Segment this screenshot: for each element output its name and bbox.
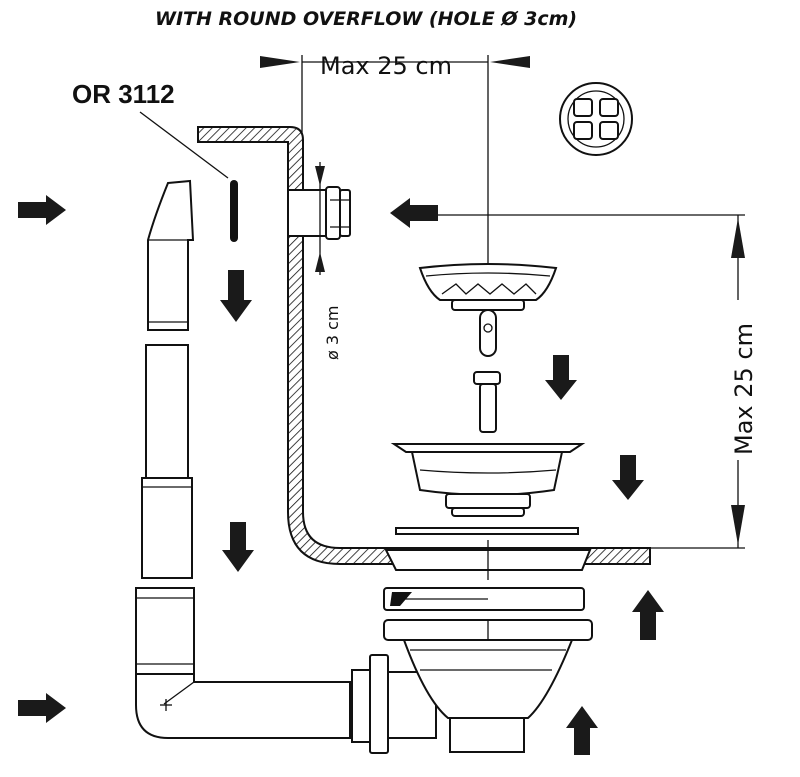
overflow-grate xyxy=(559,82,633,156)
hole-dimension-label: ø 3 cm xyxy=(323,305,342,360)
arrow-right-bottom-left xyxy=(18,693,66,723)
arrow-right-top-left xyxy=(18,195,66,225)
part-code-callout: OR 3112 xyxy=(72,79,229,179)
arrow-up-outlet xyxy=(566,706,598,755)
overflow-outlet: ø 3 cm xyxy=(287,162,351,360)
dimension-arrow-right xyxy=(490,56,530,68)
basket-strainer xyxy=(418,263,558,357)
assembly-arrows xyxy=(18,195,664,755)
sink-wall-section xyxy=(197,126,651,565)
arrow-left-overflow xyxy=(390,198,438,228)
arrow-down-basket xyxy=(612,455,644,500)
side-dimension: Max 25 cm xyxy=(405,214,758,549)
top-dimension: Max 25 cm xyxy=(260,52,530,290)
sealing-washer xyxy=(395,527,579,535)
top-dimension-label: Max 25 cm xyxy=(320,52,452,80)
lock-nut xyxy=(383,587,585,611)
dimension-arrow-left xyxy=(260,56,300,68)
arrow-down-oring xyxy=(220,270,252,322)
o-ring-seal xyxy=(230,180,238,242)
arrow-up-locknut xyxy=(632,590,664,640)
overflow-hose xyxy=(135,179,351,739)
side-dimension-label: Max 25 cm xyxy=(730,323,758,455)
outlet-body xyxy=(383,619,593,753)
outlet-basket xyxy=(390,443,586,517)
part-code-label: OR 3112 xyxy=(72,79,175,109)
arrow-down-stem xyxy=(545,355,577,400)
arrow-down-hose xyxy=(222,522,254,572)
diagram-title: WITH ROUND OVERFLOW (HOLE Ø 3cm) xyxy=(155,8,577,30)
strainer-stem xyxy=(473,371,501,433)
